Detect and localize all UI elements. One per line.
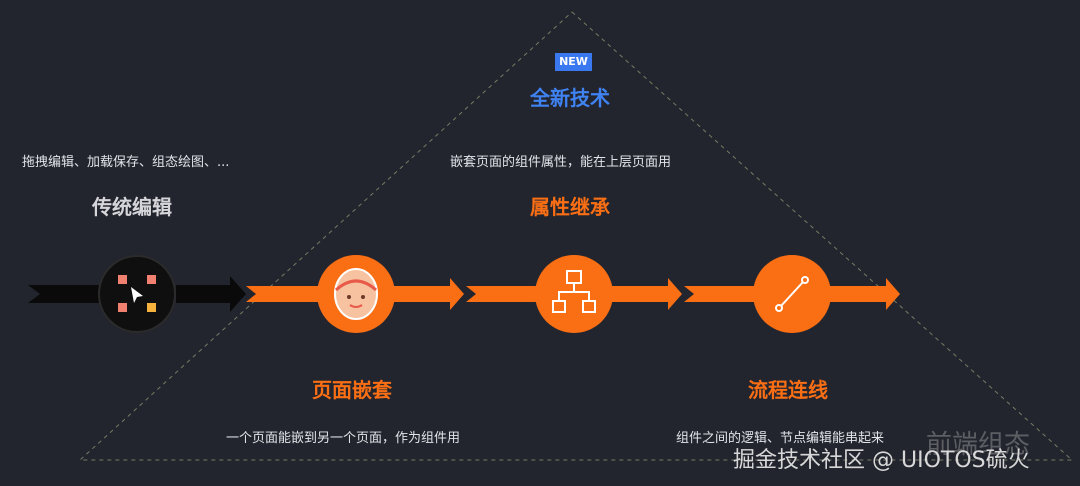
traditional-edit-caption: 拖拽编辑、加载保存、组态绘图、... bbox=[22, 155, 230, 170]
attribute-inherit-caption: 嵌套页面的组件属性，能在上层页面用 bbox=[450, 155, 672, 170]
attribute-inherit-title: 属性继承 bbox=[530, 195, 610, 219]
page-nesting-title: 页面嵌套 bbox=[312, 378, 392, 402]
connector-line-icon bbox=[775, 276, 809, 312]
doll-icon bbox=[334, 268, 378, 320]
dashed-triangle bbox=[78, 11, 1074, 461]
orange-arrow-2 bbox=[394, 278, 464, 310]
new-badge: NEW bbox=[555, 53, 592, 71]
node-traditional-edit bbox=[98, 255, 176, 333]
black-arrow-head bbox=[176, 276, 246, 312]
flow-connection-title: 流程连线 bbox=[748, 378, 828, 402]
orange-arrow-4 bbox=[612, 278, 682, 310]
traditional-edit-title: 传统编辑 bbox=[92, 195, 172, 219]
select-cursor-icon bbox=[118, 275, 156, 312]
orange-arrow-6 bbox=[830, 278, 900, 310]
node-page-nesting bbox=[317, 255, 395, 333]
black-arrow-tail bbox=[28, 285, 100, 303]
watermark-main: 掘金技术社区 @ UIOTOS硫火 bbox=[733, 448, 1030, 473]
orange-arrow-1 bbox=[246, 286, 318, 302]
watermark-faint: 前端组态 bbox=[926, 430, 1031, 460]
node-attribute-inherit bbox=[535, 255, 613, 333]
orange-arrow-5 bbox=[684, 286, 754, 302]
section-title: 全新技术 bbox=[530, 86, 610, 110]
hierarchy-icon bbox=[552, 270, 596, 313]
page-nesting-caption: 一个页面能嵌到另一个页面，作为组件用 bbox=[226, 431, 461, 446]
flow-connection-caption: 组件之间的逻辑、节点编辑能串起来 bbox=[676, 431, 885, 446]
orange-arrow-3 bbox=[466, 286, 536, 302]
node-flow-connection bbox=[753, 255, 831, 333]
